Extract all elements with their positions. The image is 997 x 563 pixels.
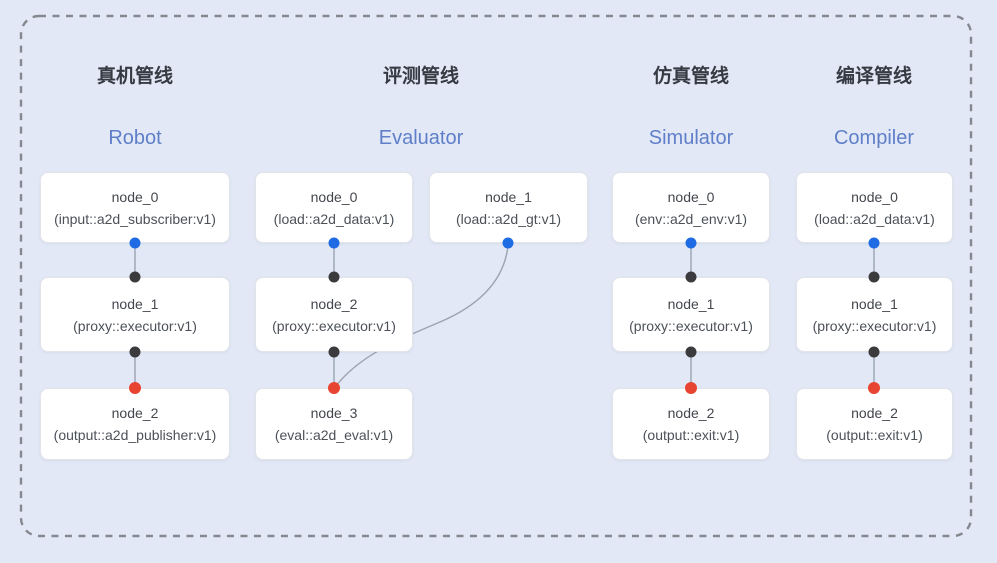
node-type: (proxy::executor:v1)	[812, 317, 937, 334]
node-card-evaluator-node2: node_2 (proxy::executor:v1)	[255, 277, 413, 352]
node-card-evaluator-node0: node_0 (load::a2d_data:v1)	[255, 172, 413, 243]
node-card-simulator-node1: node_1 (proxy::executor:v1)	[612, 277, 770, 352]
node-card-compiler-node1: node_1 (proxy::executor:v1)	[796, 277, 953, 352]
node-type: (proxy::executor:v1)	[73, 317, 197, 334]
edge-eval-n1-n3-curve	[335, 245, 509, 387]
node-type: (load::a2d_data:v1)	[814, 210, 935, 227]
dashed-border	[19, 14, 973, 538]
node-type: (proxy::executor:v1)	[629, 317, 753, 334]
node-type: (input::a2d_subscriber:v1)	[54, 210, 216, 227]
node-name: node_2	[310, 295, 358, 312]
node-card-compiler-node0: node_0 (load::a2d_data:v1)	[796, 172, 953, 243]
pipeline-title-en-compiler: Compiler	[833, 127, 915, 149]
node-name: node_3	[310, 405, 358, 421]
node-name: node_1	[667, 295, 715, 312]
node-name: node_2	[851, 405, 898, 421]
node-name: node_0	[111, 188, 159, 205]
node-name: node_1	[851, 295, 898, 312]
pipeline-title-zh-simulator: 仿真管线	[652, 66, 730, 87]
node-type: (output::exit:v1)	[826, 427, 923, 443]
node-type: (proxy::executor:v1)	[272, 317, 396, 334]
node-name: node_1	[111, 295, 159, 312]
pipeline-title-zh-robot: 真机管线	[96, 66, 174, 87]
node-card-robot-node2: node_2 (output::a2d_publisher:v1)	[40, 388, 230, 460]
node-type: (env::a2d_env:v1)	[634, 210, 748, 227]
node-card-evaluator-node3: node_3 (eval::a2d_eval:v1)	[255, 388, 413, 460]
node-type: (output::a2d_publisher:v1)	[53, 427, 217, 443]
node-name: node_0	[310, 188, 358, 205]
pipeline-title-en-robot: Robot	[108, 127, 162, 149]
node-type: (load::a2d_data:v1)	[273, 210, 395, 227]
node-name: node_0	[851, 188, 898, 205]
node-name: node_1	[485, 188, 532, 205]
node-name: node_2	[667, 405, 715, 421]
pipeline-title-zh-compiler: 编译管线	[835, 66, 913, 87]
node-name: node_0	[667, 188, 715, 205]
node-card-simulator-node0: node_0 (env::a2d_env:v1)	[612, 172, 770, 243]
node-card-evaluator-node1: node_1 (load::a2d_gt:v1)	[429, 172, 588, 243]
pipeline-title-en-simulator: Simulator	[648, 127, 734, 149]
node-type: (eval::a2d_eval:v1)	[274, 427, 394, 443]
node-card-robot-node1: node_1 (proxy::executor:v1)	[40, 277, 230, 352]
node-name: node_2	[111, 405, 159, 421]
node-type: (load::a2d_gt:v1)	[455, 210, 562, 227]
node-card-robot-node0: node_0 (input::a2d_subscriber:v1)	[40, 172, 230, 243]
node-card-compiler-node2: node_2 (output::exit:v1)	[796, 388, 953, 460]
pipeline-title-en-evaluator: Evaluator	[378, 127, 464, 149]
pipeline-title-zh-evaluator: 评测管线	[382, 66, 460, 87]
node-type: (output::exit:v1)	[642, 427, 740, 443]
node-card-simulator-node2: node_2 (output::exit:v1)	[612, 388, 770, 460]
